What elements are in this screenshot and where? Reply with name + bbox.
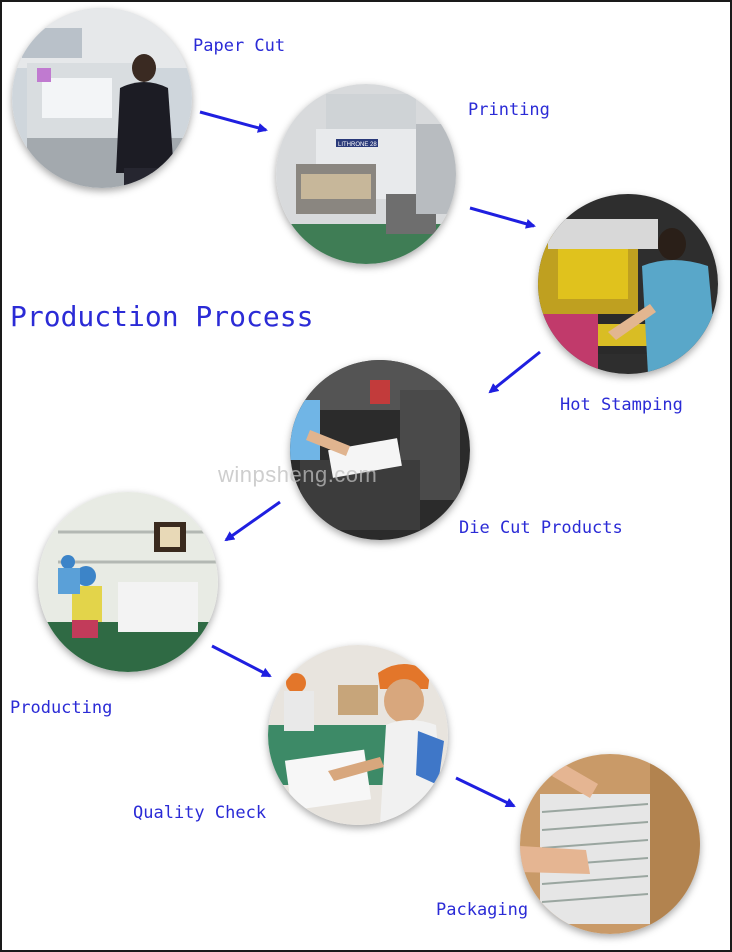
step-label-producting: Producting: [10, 698, 113, 718]
step-label-quality-check: Quality Check: [133, 803, 267, 823]
die-cut-photo: [290, 360, 470, 540]
paper-cut-photo: [12, 8, 192, 188]
step-label-paper-cut: Paper Cut: [193, 36, 286, 56]
lithrone-brand-text: LITHRONE 28: [338, 142, 377, 148]
step-label-packaging: Packaging: [436, 900, 529, 920]
step-label-printing: Printing: [468, 100, 550, 120]
quality-check-photo: [268, 645, 448, 825]
step-label-hot-stamping: Hot Stamping: [560, 395, 683, 415]
hot-stamping-photo: [538, 194, 718, 374]
producting-photo: [38, 492, 218, 672]
step-label-die-cut: Die Cut Products: [459, 518, 623, 538]
watermark: winpsheng.com: [218, 462, 378, 487]
printing-photo: LITHRONE 28: [276, 84, 456, 264]
page-title: Production Process: [10, 300, 314, 333]
packaging-photo: [520, 754, 700, 934]
